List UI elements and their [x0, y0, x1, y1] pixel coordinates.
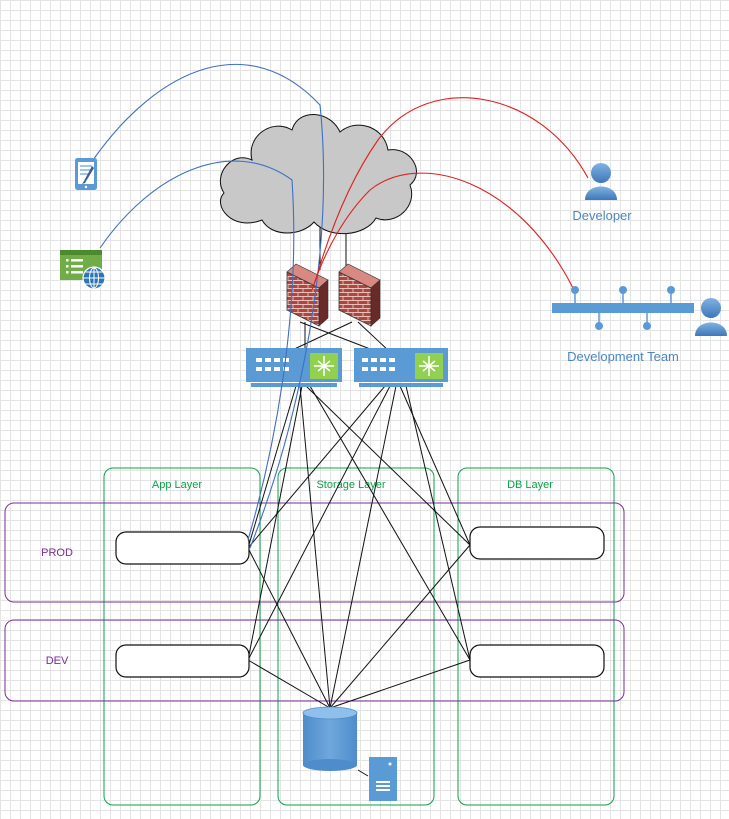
db-server-dev — [469, 644, 605, 678]
development-team-label: Development Team — [567, 349, 679, 364]
db-layer-label: DB Layer — [507, 479, 553, 491]
web-application-icon — [60, 250, 106, 290]
app-server-dev — [115, 644, 250, 678]
switch-icon — [354, 348, 448, 387]
cloud-icon — [219, 114, 417, 235]
storage-layer: Storage Layer — [277, 467, 435, 806]
developer-links — [311, 97, 589, 293]
team-bus-icon — [552, 286, 694, 330]
db-server-prod — [469, 526, 605, 560]
db-layer: DB Layer — [457, 467, 615, 806]
dev-label: DEV — [46, 655, 69, 667]
team-user-icon — [695, 298, 727, 336]
app-server-prod — [115, 531, 250, 565]
network-links — [247, 226, 471, 777]
server-boxes — [115, 526, 605, 678]
prod-label: PROD — [41, 547, 73, 559]
app-layer: App Layer — [103, 467, 261, 806]
prod-environment: PROD — [4, 502, 625, 603]
database-icon — [302, 706, 358, 771]
tablet-icon — [75, 158, 97, 190]
server-tower-icon — [369, 757, 397, 801]
app-layer-label: App Layer — [152, 479, 202, 491]
dev-environment: DEV — [4, 619, 625, 702]
developer-label: Developer — [572, 208, 632, 223]
firewall-icon — [286, 263, 329, 327]
switch-icon — [246, 348, 342, 387]
firewall-icon — [338, 263, 381, 327]
developer-user-icon — [585, 163, 617, 200]
client-links — [92, 63, 324, 549]
storage-layer-label: Storage Layer — [316, 479, 385, 491]
